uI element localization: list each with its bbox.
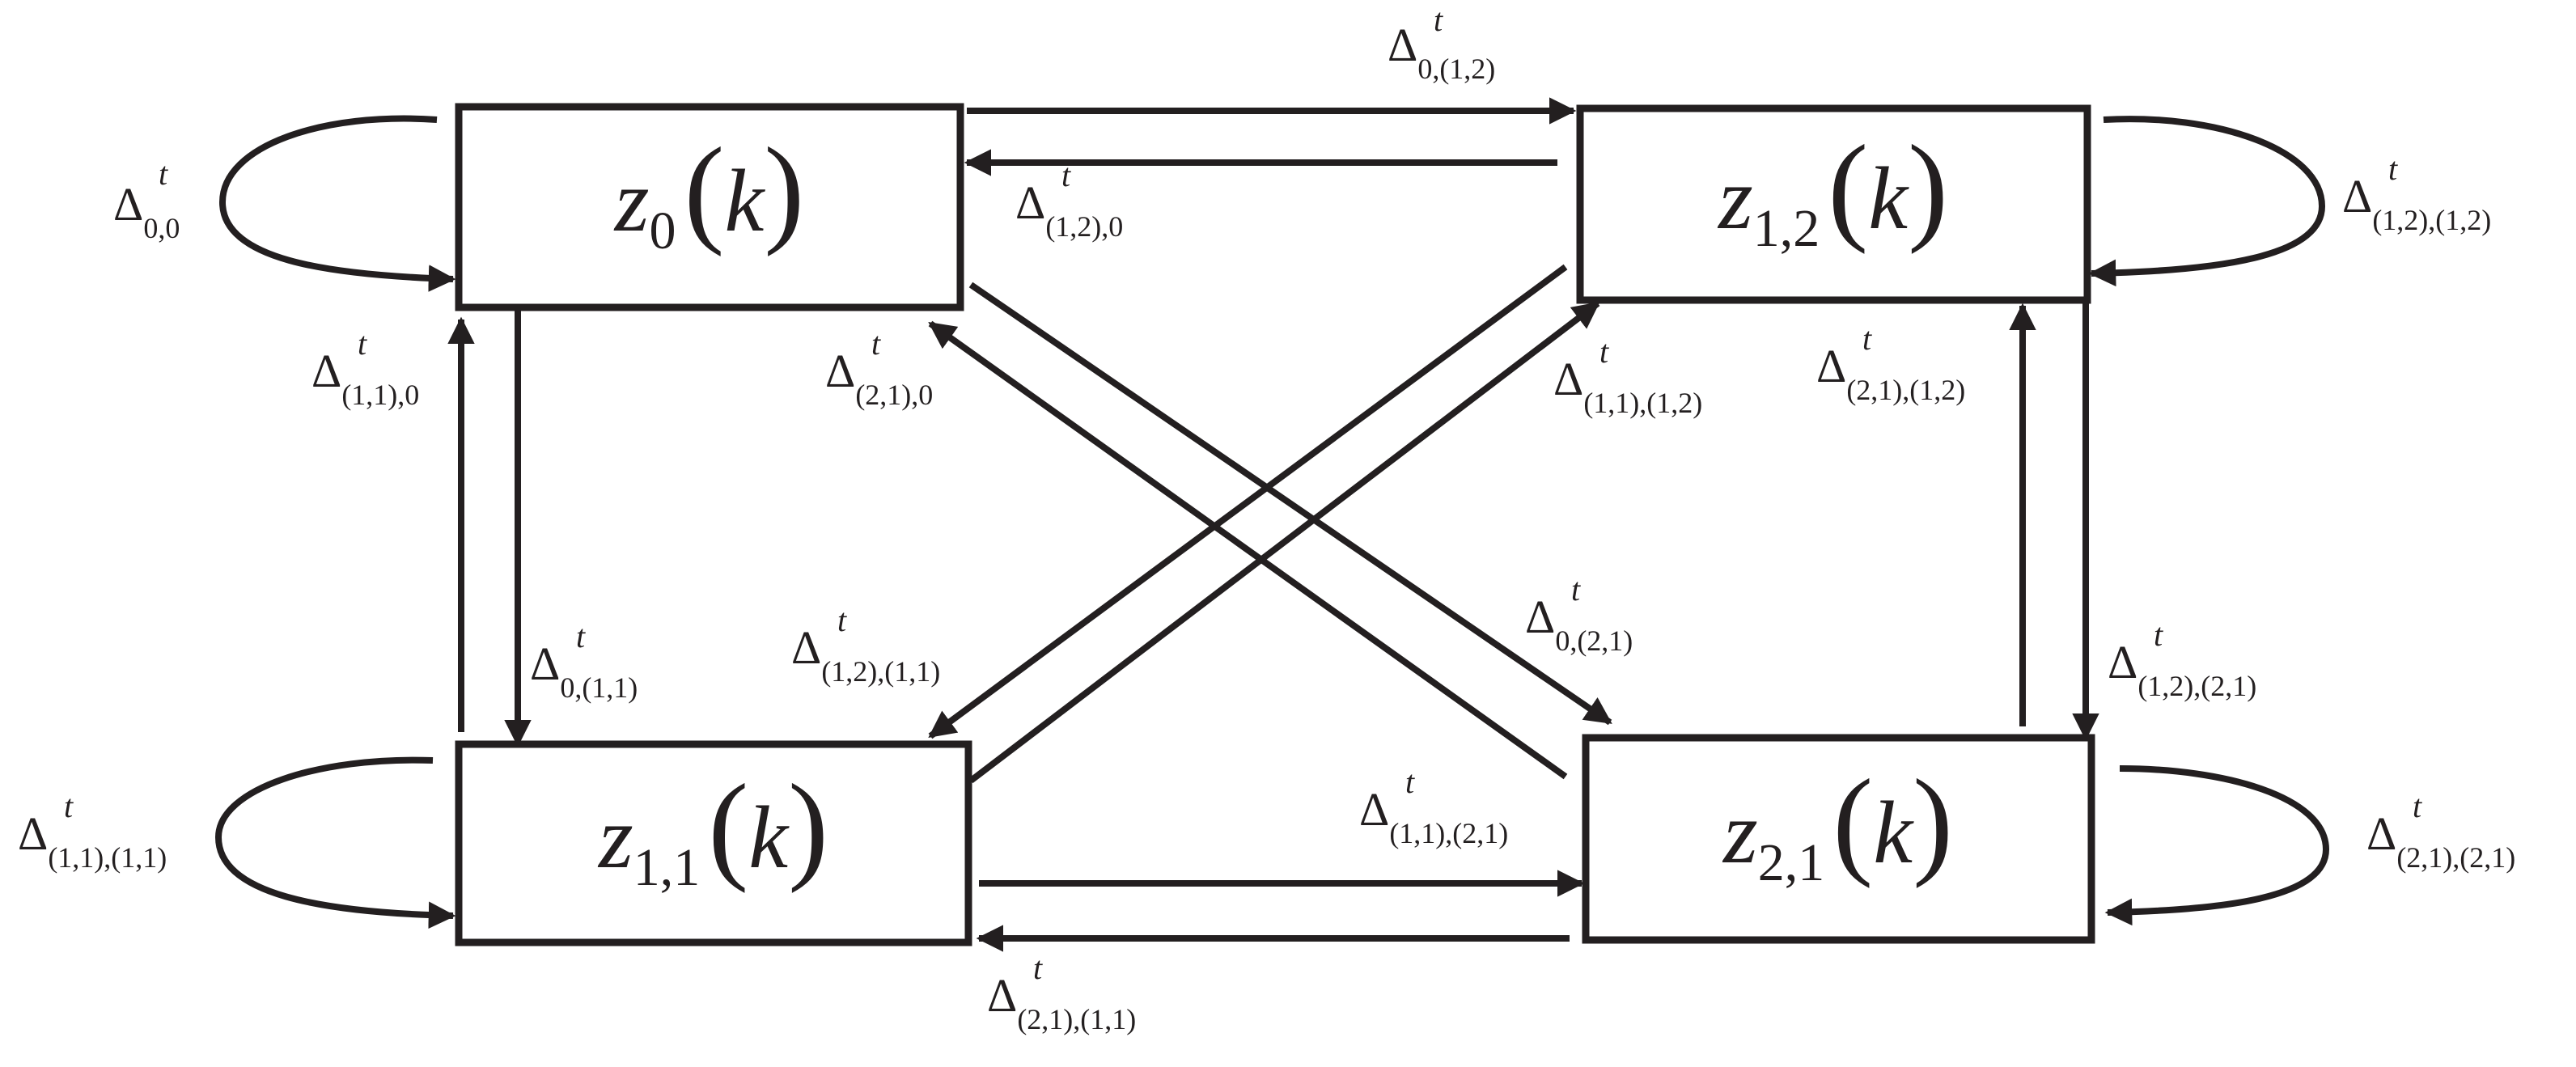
sup-t: t (871, 325, 881, 362)
label-d-21-12: Δ(2,1),(1,2) (1816, 340, 1965, 406)
arrow-z21-to-z0 (928, 320, 1568, 780)
sup-t: t (2154, 616, 2163, 653)
state-z21: z2,1(k) (1582, 734, 2095, 944)
svg-text:z0(k): z0(k) (613, 123, 805, 260)
sup-t: t (576, 618, 586, 654)
self-loop-z11 (214, 756, 456, 929)
sup-t: t (2413, 788, 2422, 824)
sup-t: t (1033, 950, 1043, 986)
label-d-12-21: Δ(1,2),(2,1) (2108, 636, 2256, 702)
label-d-11-12: Δ(1,1),(1,2) (1553, 353, 1702, 419)
sup-t: t (358, 325, 367, 362)
self-loop-z12 (2088, 116, 2326, 287)
label-d-21-11: Δ(2,1),(1,1) (987, 969, 1136, 1035)
arrow-z12-to-z11 (928, 264, 1568, 739)
state-z11: z1,1(k) (455, 740, 972, 946)
label-d-21-21: Δ(2,1),(2,1) (2366, 807, 2515, 874)
self-loop-z0 (218, 115, 456, 292)
self-loop-z21 (2104, 765, 2330, 926)
sup-t: t (1599, 333, 1609, 370)
label-d-11-21: Δ(1,1),(2,1) (1359, 783, 1508, 849)
label-d-0-21: Δ0,(2,1) (1525, 591, 1633, 657)
sup-t: t (2388, 150, 2398, 187)
sup-t: t (1434, 2, 1443, 38)
sup-t: t (1571, 571, 1581, 608)
label-d-21-0: Δ(2,1),0 (825, 345, 933, 411)
label-d-12-11: Δ(1,2),(1,1) (791, 621, 940, 688)
label-d-12-0: Δ(1,2),0 (1015, 176, 1123, 243)
label-d-11-11: Δ(1,1),(1,1) (18, 807, 167, 874)
svg-text:z1,2(k): z1,2(k) (1717, 121, 1948, 258)
sup-t: t (159, 155, 168, 192)
sup-t: t (1061, 157, 1071, 193)
sup-t: t (1862, 320, 1872, 357)
arrow-z11-to-z12 (968, 300, 1600, 784)
arrow-z0-to-z21 (968, 282, 1612, 726)
label-d-0-12: Δ0,(1,2) (1388, 19, 1495, 85)
label-d-0-11: Δ0,(1,1) (530, 637, 638, 704)
label-d-0-0: Δ0,0 (113, 178, 180, 244)
label-d-12-12: Δ(1,2),(1,2) (2342, 170, 2491, 236)
svg-text:z2,1(k): z2,1(k) (1722, 755, 1953, 892)
sup-t: t (837, 602, 847, 638)
state-z0: z0(k) (455, 103, 964, 311)
label-d-11-0: Δ(1,1),0 (311, 345, 419, 411)
state-z12: z1,2(k) (1576, 104, 2091, 304)
sup-t: t (64, 788, 74, 824)
svg-text:z1,1(k): z1,1(k) (597, 760, 828, 897)
sup-t: t (1405, 764, 1415, 800)
